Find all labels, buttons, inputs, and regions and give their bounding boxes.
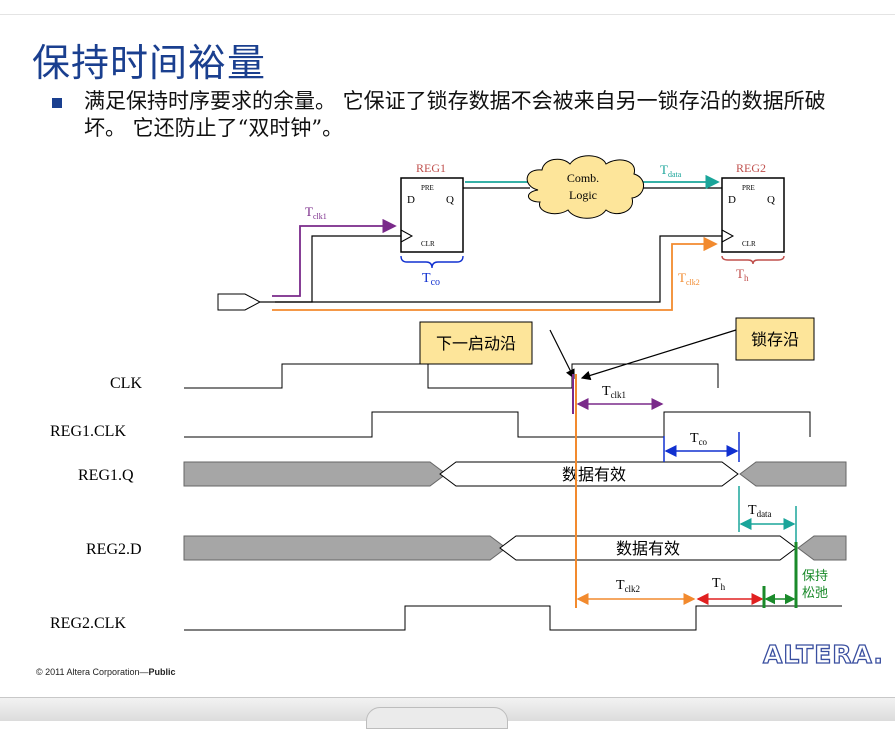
tclk1-timing-label: Tclk1 [602,384,626,400]
circuit: REG1 PRE D Q CLR REG2 PRE D Q CLR Tdata … [217,155,785,311]
hold-slack-label-2: 松弛 [802,585,828,600]
clock-source-symbol [217,293,262,311]
comb-logic-line2: Logic [569,188,597,202]
comb-logic-cloud [526,155,644,219]
reg2-box [721,177,785,253]
timing-diagram: CLK REG1.CLK REG1.Q REG2.D REG2.CLK 数据有效… [50,363,847,632]
reg2-clr: CLR [742,240,756,248]
copyright-text: © 2011 Altera Corporation— [36,667,149,677]
reg1-clk-waveform [184,411,811,438]
bullet-text: 满足保持时序要求的余量。 它保证了锁存数据不会被来自另一锁存沿的数据所破坏。 它… [84,89,826,140]
reg2-d: D [728,194,736,206]
tclk2-path [272,236,718,311]
hold-slack-label-1: 保持 [802,568,828,583]
reg1-clock-triangle [400,229,414,243]
reg1-q-bus-valid [439,461,739,487]
clk-wire-reg2 [275,235,722,303]
latch-edge-pointer [580,329,737,381]
reg1-clr: CLR [421,240,435,248]
reg1-q-bus-left [183,461,447,487]
reg2-q: Q [767,194,775,206]
copyright-public: Public [148,667,176,677]
altera-logo: ALTERA. [762,639,884,669]
reg2-d-bus-left [183,535,507,561]
reg2-label: REG2 [736,161,766,175]
reg1-d: D [407,194,415,206]
tco-brace [400,255,464,269]
clk-wire-reg1 [275,235,401,303]
top-rule [0,14,895,15]
tclk1-label-circuit: Tclk1 [305,204,327,221]
reg1-label: REG1 [416,161,446,175]
reg1-q-data-valid: 数据有效 [562,466,626,484]
reg2-d-bus-right [797,535,847,561]
signal-label-reg2-clk: REG2.CLK [50,615,126,632]
reg1-q-bus-right [739,461,847,487]
reg1-q: Q [446,194,454,206]
hold-slack-diagram: REG1 PRE D Q CLR REG2 PRE D Q CLR Tdata … [50,155,847,632]
signal-label-clk: CLK [110,375,142,392]
th-brace [721,255,785,265]
callouts: 下一启动沿 锁存沿 [419,317,815,381]
reg2-clock-triangle [721,229,735,243]
next-edge-callout [419,321,533,365]
signal-label-reg2-d: REG2.D [86,541,142,558]
next-edge-text: 下一启动沿 [436,335,516,353]
tdata-label: Tdata [660,162,682,179]
bullet-marker [52,98,62,108]
th-timing-label: Th [712,576,726,592]
latch-edge-text: 锁存沿 [751,331,799,349]
next-edge-pointer [549,329,575,380]
tclk1-path [272,218,397,297]
slide-title: 保持时间裕量 [32,41,267,85]
th-label: Th [736,266,749,283]
reg2-pre: PRE [742,184,755,192]
reg2-d-data-valid: 数据有效 [616,540,680,558]
latch-edge-callout [735,317,815,361]
reg2-clk-waveform [184,605,842,631]
tdata-timing-label: Tdata [748,503,772,519]
clk-waveform [184,363,719,389]
comb-logic-line1: Comb. [567,171,599,185]
tclk2-timing-label: Tclk2 [616,578,640,594]
reg1-pre: PRE [421,184,434,192]
signal-label-reg1-q: REG1.Q [78,467,134,484]
copyright-notice: © 2011 Altera Corporation—Public [36,667,176,677]
tclk2-label-circuit: Tclk2 [678,270,700,287]
tco-label: Tco [422,271,440,288]
tco-timing-label: Tco [690,431,708,447]
footer-tab[interactable] [366,707,508,729]
reg1-box [400,177,464,253]
signal-label-reg1-clk: REG1.CLK [50,423,126,440]
